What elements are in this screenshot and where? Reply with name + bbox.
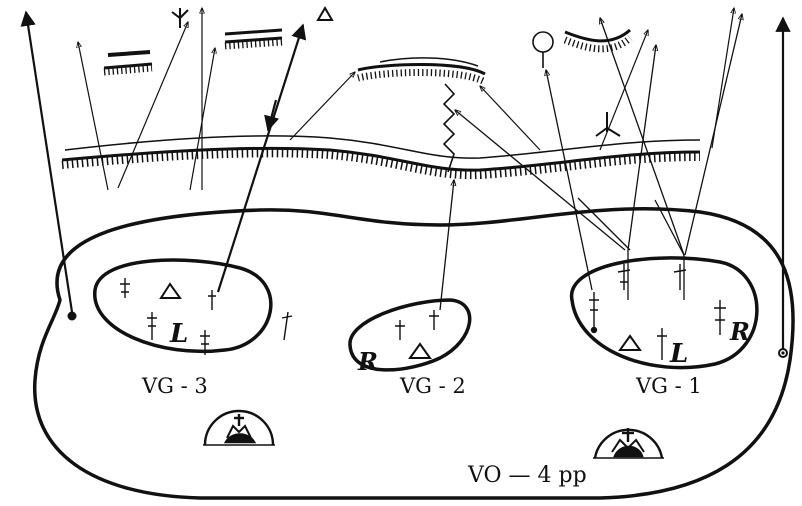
lollipop-receptor [532,31,554,68]
vg2-arrow [439,180,454,311]
cuticle-fragments [103,28,633,86]
right-l-label: L [669,339,688,369]
vg2-ganglion [348,298,472,372]
vg1-ganglion [570,256,759,370]
right-r-label: R [729,317,750,346]
sense-organ-left [203,409,275,446]
vg3-ganglion [93,258,293,355]
vo-body-outline [33,207,795,500]
middle-r-label: R [357,347,378,376]
vo-label: VO — 4 pp [467,463,587,488]
vg2-label: VG - 2 [399,374,466,398]
zigzag-connector [442,83,456,173]
border-arrows [20,10,791,358]
y-receptors [171,8,621,137]
vg1-arrows [455,14,742,300]
left-l-label: L [169,319,188,349]
triangle-top-icon [316,6,334,21]
epidermis-band [61,135,701,180]
vg3-bold-arrows [216,23,307,293]
sense-organ-right [593,428,664,459]
vg1-label: VG - 1 [635,374,702,398]
vg3-label: VG - 3 [141,374,208,398]
